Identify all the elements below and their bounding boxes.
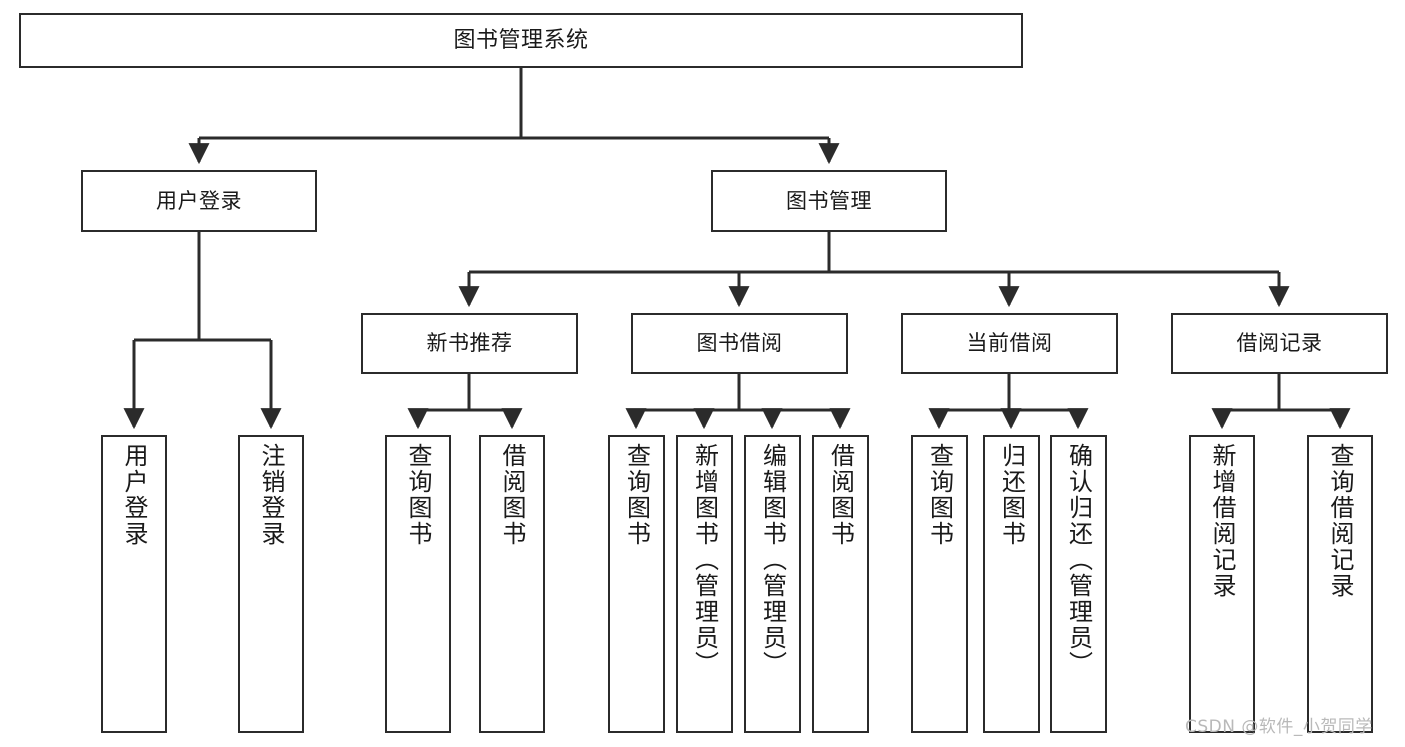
leaf-current-borrow-return[interactable]: 归还图书 — [983, 435, 1040, 733]
node-label: 查询图书 — [404, 443, 432, 547]
node-label: 查询借阅记录 — [1326, 443, 1354, 599]
node-label: 用户登录 — [120, 443, 148, 547]
node-label: 图书借阅 — [696, 331, 783, 356]
node-label: 图书管理 — [786, 188, 872, 213]
node-label: 编辑图书（管理员） — [758, 443, 787, 677]
node-label: 用户登录 — [156, 188, 242, 213]
node-current-borrowing[interactable]: 当前借阅 — [901, 313, 1118, 374]
node-label: 确认归还（管理员） — [1064, 443, 1093, 677]
node-label: 借阅图书 — [826, 443, 855, 547]
node-book-management[interactable]: 图书管理 — [711, 170, 947, 232]
node-new-book-recommendation[interactable]: 新书推荐 — [361, 313, 578, 374]
node-label: 借阅记录 — [1236, 331, 1323, 356]
csdn-watermark: CSDN @软件_小贺同学 — [1185, 717, 1373, 737]
node-label: 新书推荐 — [426, 331, 513, 356]
leaf-current-borrow-query[interactable]: 查询图书 — [911, 435, 968, 733]
leaf-user-login-signout[interactable]: 注销登录 — [238, 435, 304, 733]
node-book-borrowing[interactable]: 图书借阅 — [631, 313, 848, 374]
leaf-book-borrow-borrow[interactable]: 借阅图书 — [812, 435, 869, 733]
leaf-book-borrow-edit[interactable]: 编辑图书（管理员） — [744, 435, 801, 733]
leaf-new-book-borrow[interactable]: 借阅图书 — [479, 435, 545, 733]
node-root-book-management-system[interactable]: 图书管理系统 — [19, 13, 1023, 68]
node-label: 新增图书（管理员） — [690, 443, 719, 677]
node-label: 图书管理系统 — [453, 27, 589, 53]
leaf-new-book-query[interactable]: 查询图书 — [385, 435, 451, 733]
node-label: 归还图书 — [997, 443, 1026, 547]
node-borrowing-record[interactable]: 借阅记录 — [1171, 313, 1388, 374]
leaf-borrow-record-add[interactable]: 新增借阅记录 — [1189, 435, 1255, 733]
node-label: 当前借阅 — [966, 331, 1053, 356]
leaf-user-login-signin[interactable]: 用户登录 — [101, 435, 167, 733]
node-label: 新增借阅记录 — [1208, 443, 1236, 599]
leaf-borrow-record-query[interactable]: 查询借阅记录 — [1307, 435, 1373, 733]
node-label: 查询图书 — [925, 443, 954, 547]
node-label: 查询图书 — [622, 443, 651, 547]
leaf-book-borrow-add[interactable]: 新增图书（管理员） — [676, 435, 733, 733]
leaf-book-borrow-query[interactable]: 查询图书 — [608, 435, 665, 733]
leaf-current-borrow-confirm-return[interactable]: 确认归还（管理员） — [1050, 435, 1107, 733]
node-user-login[interactable]: 用户登录 — [81, 170, 317, 232]
node-label: 注销登录 — [257, 443, 285, 547]
node-label: 借阅图书 — [498, 443, 526, 547]
